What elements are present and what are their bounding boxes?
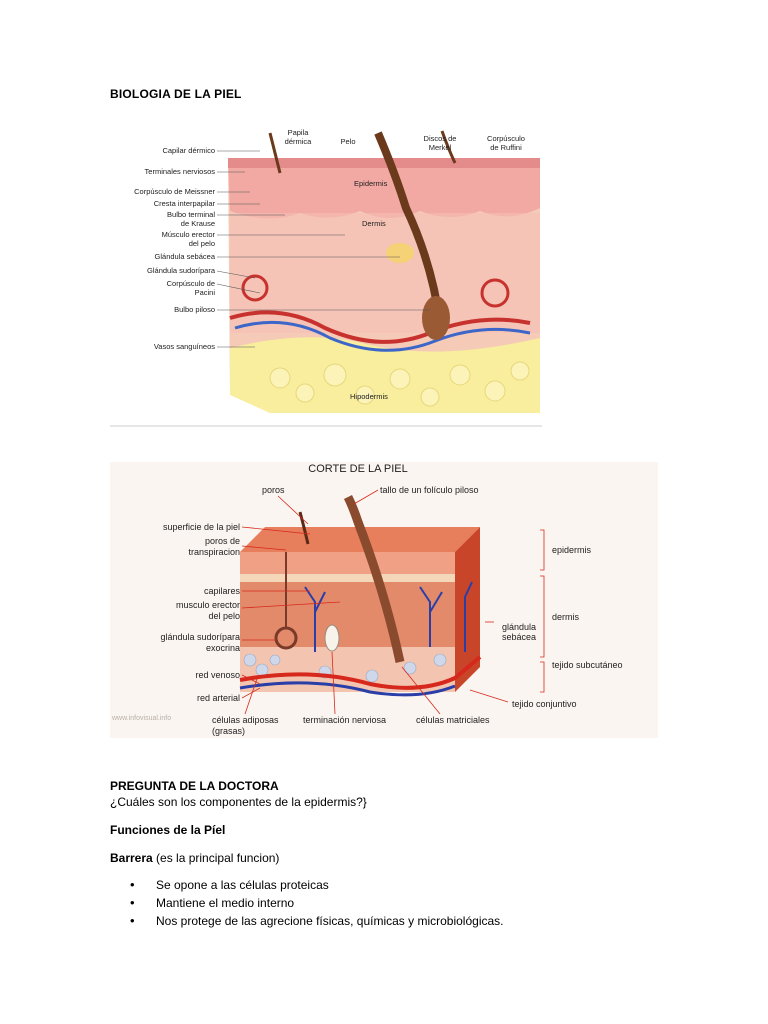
label-merkel: Merkel <box>429 143 452 152</box>
watermark: www.infovisual.info <box>111 715 171 722</box>
label-celulas-matriciales: células matriciales <box>416 715 490 725</box>
label-glandula-sudoripara-2: glándula sudorípara <box>160 632 240 642</box>
label-glandula-sebacea: Glándula sebácea <box>155 252 216 261</box>
list-item: Se opone a las células proteicas <box>110 876 504 894</box>
label-papila: Papila <box>288 128 310 137</box>
question-text: ¿Cuáles son los componentes de la epider… <box>110 795 367 809</box>
label-terminacion-nerviosa: terminación nerviosa <box>303 715 386 725</box>
label-pelo: Pelo <box>340 137 355 146</box>
label-tejido-subcutaneo: tejido subcutáneo <box>552 660 623 670</box>
label-cresta-interpapilar: Cresta interpapilar <box>154 199 216 208</box>
page-title: BIOLOGIA DE LA PIEL <box>110 87 242 101</box>
label-red-arterial: red arterial <box>197 693 240 703</box>
label-epidermis: Epidermis <box>354 179 388 188</box>
label-corpusculo-de: Corpúsculo de <box>167 279 215 288</box>
list-item: Nos protege de las agrecione físicas, qu… <box>110 912 504 930</box>
skin-cross-section-illustration: CORTE DE LA PIEL superficie de la piel p… <box>110 462 658 738</box>
list-item: Mantiene el medio interno <box>110 894 504 912</box>
label-sebacea-2: sebácea <box>502 632 536 642</box>
label-glandula-2: glándula <box>502 622 536 632</box>
label-dermica: dérmica <box>285 137 313 146</box>
label-corpusculo: Corpúsculo <box>487 134 525 143</box>
label-de-ruffini: de Ruffini <box>490 143 522 152</box>
label-bulbo-terminal: Bulbo terminal <box>167 210 215 219</box>
label-de-krause: de Krause <box>181 219 215 228</box>
label-transpiracion: transpiracion <box>188 547 240 557</box>
label-epidermis-2: epidermis <box>552 545 592 555</box>
functions-heading: Funciones de la Píel <box>110 823 226 837</box>
label-del-pelo-2: del pelo <box>208 611 240 621</box>
label-poros-de: poros de <box>205 536 240 546</box>
label-glandula-sudoripara: Glándula sudorípara <box>147 266 216 275</box>
label-pacini: Pacini <box>195 288 216 297</box>
label-discos-de: Discos de <box>424 134 457 143</box>
label-musculo-erector-2: musculo erector <box>176 600 240 610</box>
label-dermis-2: dermis <box>552 612 580 622</box>
barrier-line: Barrera (es la principal funcion) <box>110 850 279 866</box>
figure2-title: CORTE DE LA PIEL <box>308 463 407 475</box>
question-heading: PREGUNTA DE LA DOCTORA <box>110 779 279 793</box>
label-dermis: Dermis <box>362 219 386 228</box>
label-superficie: superficie de la piel <box>163 522 240 532</box>
barrier-bold: Barrera <box>110 851 153 865</box>
bullet-list: Se opone a las células proteicas Mantien… <box>110 876 504 930</box>
barrier-rest: (es la principal funcion) <box>152 851 280 865</box>
label-musculo-erector: Músculo erector <box>162 230 216 239</box>
label-celulas-adiposas: células adiposas <box>212 715 279 725</box>
label-del-pelo: del pelo <box>189 239 215 248</box>
skin-anatomy-illustration: Capilar dérmico Terminales nerviosos Cor… <box>110 113 542 427</box>
label-vasos-sanguineos: Vasos sanguíneos <box>154 342 215 351</box>
label-capilar-dermico: Capilar dérmico <box>162 146 215 155</box>
label-grasas: (grasas) <box>212 726 245 736</box>
label-tallo-foliculo: tallo de un folículo piloso <box>380 485 479 495</box>
label-exocrina: exocrina <box>206 643 240 653</box>
label-hipodermis: Hipodermis <box>350 392 388 401</box>
label-bulbo-piloso: Bulbo piloso <box>174 305 215 314</box>
label-terminales-nerviosos: Terminales nerviosos <box>145 167 216 176</box>
label-capilares: capilares <box>204 586 241 596</box>
label-tejido-conjuntivo: tejido conjuntivo <box>512 699 577 709</box>
label-poros: poros <box>262 485 285 495</box>
label-corpusculo-meissner: Corpúsculo de Meissner <box>134 187 215 196</box>
label-red-venoso: red venoso <box>195 670 240 680</box>
